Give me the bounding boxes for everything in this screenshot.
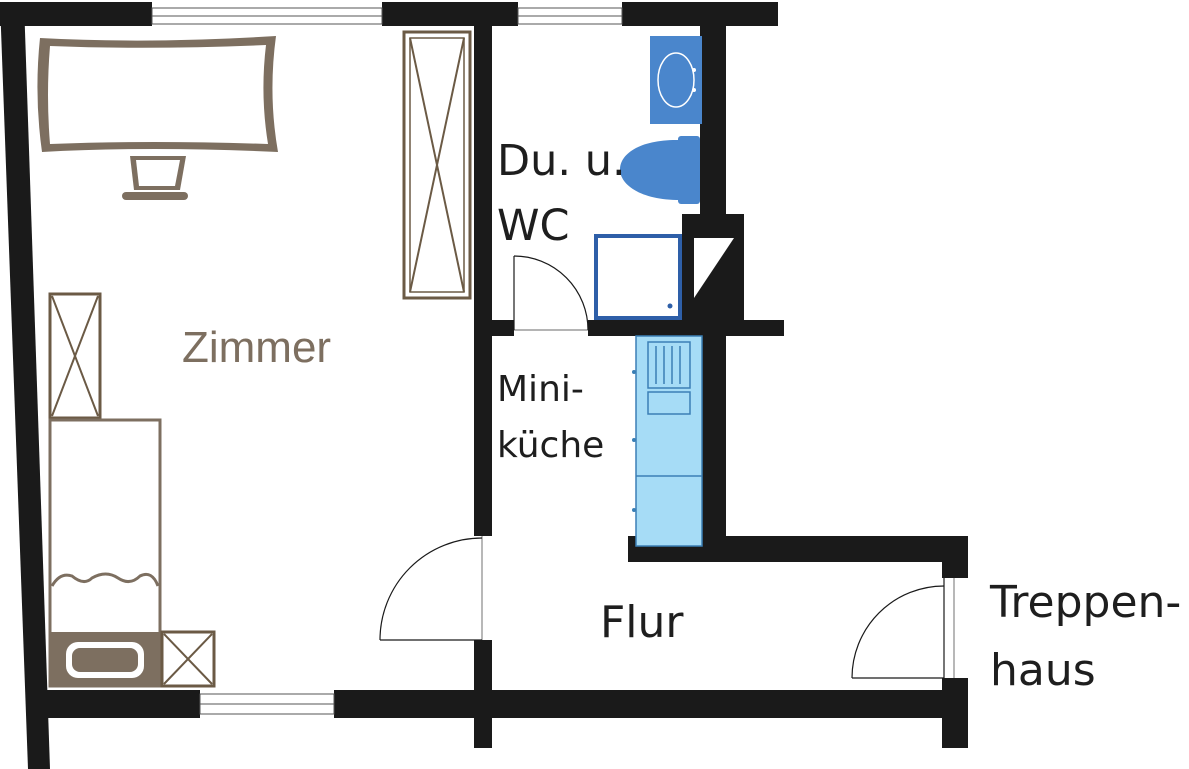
- kitchen-counter: [635, 335, 703, 547]
- wall-shaft: [682, 214, 744, 336]
- night-stand: [160, 630, 216, 688]
- windows: [151, 7, 623, 715]
- wall-bottom-right: [334, 690, 968, 718]
- desk: [37, 36, 278, 200]
- doors: [379, 255, 955, 679]
- shower-icon: [594, 234, 682, 320]
- sink-icon: [650, 36, 702, 124]
- wall-hall-right-top: [942, 536, 968, 578]
- kitchenette: [632, 335, 703, 547]
- room-label-hallway: Flur: [600, 597, 684, 648]
- wall-bottom-left: [38, 690, 200, 718]
- toilet-icon: [620, 136, 700, 204]
- room-label-bath-line2: WC: [497, 201, 570, 251]
- room-label-kitchen-line1: Mini-: [497, 369, 584, 410]
- door-stairwell: [851, 578, 955, 679]
- bed: [48, 418, 162, 688]
- bathroom-fixtures: [594, 36, 702, 320]
- door-bath: [513, 255, 589, 331]
- wall-bath-right: [700, 2, 726, 216]
- wall-bath-bottom-right: [588, 320, 784, 336]
- room-label-bath-line1: Du. u.: [497, 136, 626, 186]
- door-room: [379, 536, 483, 641]
- zimmer-furniture: [37, 30, 472, 688]
- wall-top-left: [0, 2, 152, 26]
- wall-interior-upper: [474, 2, 492, 536]
- wardrobe-large: [402, 30, 472, 300]
- wall-left: [0, 2, 50, 769]
- room-label-kitchen-line2: küche: [497, 425, 605, 466]
- shaft-opening: [694, 238, 734, 298]
- kitchen-sink-icon: [647, 341, 691, 415]
- cabinet-small: [48, 292, 102, 420]
- room-label-stairwell-line1: Treppen-: [990, 577, 1182, 628]
- wall-kitchen-right: [702, 336, 726, 536]
- wall-bath-bottom-left: [474, 320, 514, 336]
- room-label-stairwell-line2: haus: [990, 645, 1096, 696]
- wall-top-middle: [382, 2, 518, 26]
- room-label-zimmer: Zimmer: [182, 323, 332, 372]
